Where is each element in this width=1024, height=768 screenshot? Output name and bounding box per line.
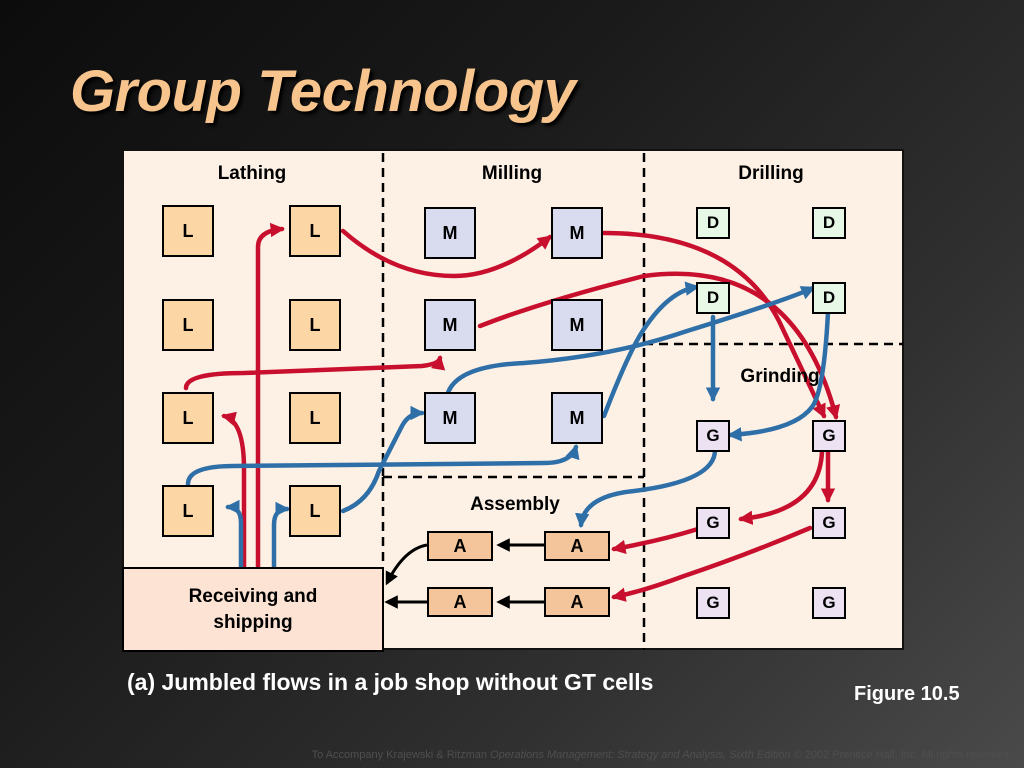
figure-number: Figure 10.5 (854, 683, 960, 705)
assembly-3: A (427, 587, 493, 617)
assembly-flows (384, 538, 544, 609)
job-shop-diagram: Lathing Milling Drilling Grinding Assemb… (122, 149, 904, 652)
blue-flow-grind-1-to-assembly-2 (575, 447, 718, 528)
blue-flow-drill-4-to-grind-1 (727, 309, 831, 442)
blue-flow-mill-5-to-drill-4 (444, 285, 816, 399)
drill-2: D (812, 207, 846, 239)
blue-flow-mill-6-to-drill-3 (601, 281, 700, 419)
blue-flows (185, 281, 831, 570)
department-label-lathing: Lathing (217, 163, 287, 184)
drill-1: D (696, 207, 730, 239)
mill-2: M (551, 207, 603, 259)
figure-caption: (a) Jumbled flows in a job shop without … (127, 669, 654, 695)
grinder-4: G (696, 507, 730, 539)
drill-4: D (812, 282, 846, 314)
assembly-2: A (544, 531, 610, 561)
red-flow-recv-to-lathe-7 (221, 411, 247, 570)
footer-book-title: Operations Management: Strategy and Anal… (490, 749, 791, 761)
footer-prefix: To Accompany Krajewski & Ritzman (311, 749, 491, 761)
red-flow-grind-2-to-grind-4 (738, 449, 825, 525)
black-flow-assembly-1-to-receiving (385, 543, 428, 586)
lathe-8: L (162, 485, 214, 537)
blue-flow-recv-to-lathe-8 (225, 499, 244, 570)
receiving-and-shipping-box: Receiving and shipping (122, 567, 384, 652)
receiving-label-line1: Receiving and (188, 585, 318, 607)
assembly-4: A (544, 587, 610, 617)
blue-flow-lathe-10-to-mill-5 (340, 405, 425, 514)
red-flow-lathe-2-to-mill-2 (340, 228, 553, 279)
department-label-milling: Milling (481, 163, 543, 184)
red-flow-grind-4-to-assembly-2 (611, 526, 701, 555)
mill-6: M (551, 392, 603, 444)
drill-3: D (696, 282, 730, 314)
slide-title: Group Technology (70, 59, 576, 124)
red-flow-lathe-7-to-mill-3 (183, 355, 446, 391)
lathe-2: L (289, 205, 341, 257)
mill-3: M (424, 299, 476, 351)
grinder-2: G (812, 420, 846, 452)
department-label-drilling: Drilling (738, 163, 804, 184)
department-label-assembly: Assembly (470, 494, 560, 515)
footer-suffix: © 2002 Prentice Hall, Inc. All rights re… (790, 749, 1012, 761)
lathe-7: L (162, 392, 214, 444)
assembly-1: A (427, 531, 493, 561)
blue-flow-recv-to-lathe-10 (271, 501, 290, 570)
department-label-grinding: Grinding (740, 366, 820, 387)
copyright-footer: To Accompany Krajewski & Ritzman Operati… (312, 749, 1012, 761)
grinder-5: G (696, 587, 730, 619)
grinder-6: G (812, 587, 846, 619)
grinder-3: G (812, 507, 846, 539)
mill-4: M (551, 299, 603, 351)
mill-1: M (424, 207, 476, 259)
receiving-label-line2: shipping (213, 611, 293, 633)
mill-5: M (424, 392, 476, 444)
lathe-6: L (289, 392, 341, 444)
red-flows (183, 222, 841, 602)
lathe-4: L (289, 299, 341, 351)
grinder-1: G (696, 420, 730, 452)
lathe-3: L (162, 299, 214, 351)
red-flow-grind-3-to-assembly-4 (611, 525, 813, 602)
red-flow-recv-to-lathe-2 (255, 222, 285, 570)
lathe-1: L (162, 205, 214, 257)
red-flow-mill-2-to-grind-2 (601, 230, 827, 419)
lathe-10: L (289, 485, 341, 537)
flow-overlay (183, 153, 904, 650)
red-flow-mill-3-to-grind-2 (477, 271, 841, 420)
blue-flow-lathe-8-to-mill-6 (185, 444, 580, 487)
